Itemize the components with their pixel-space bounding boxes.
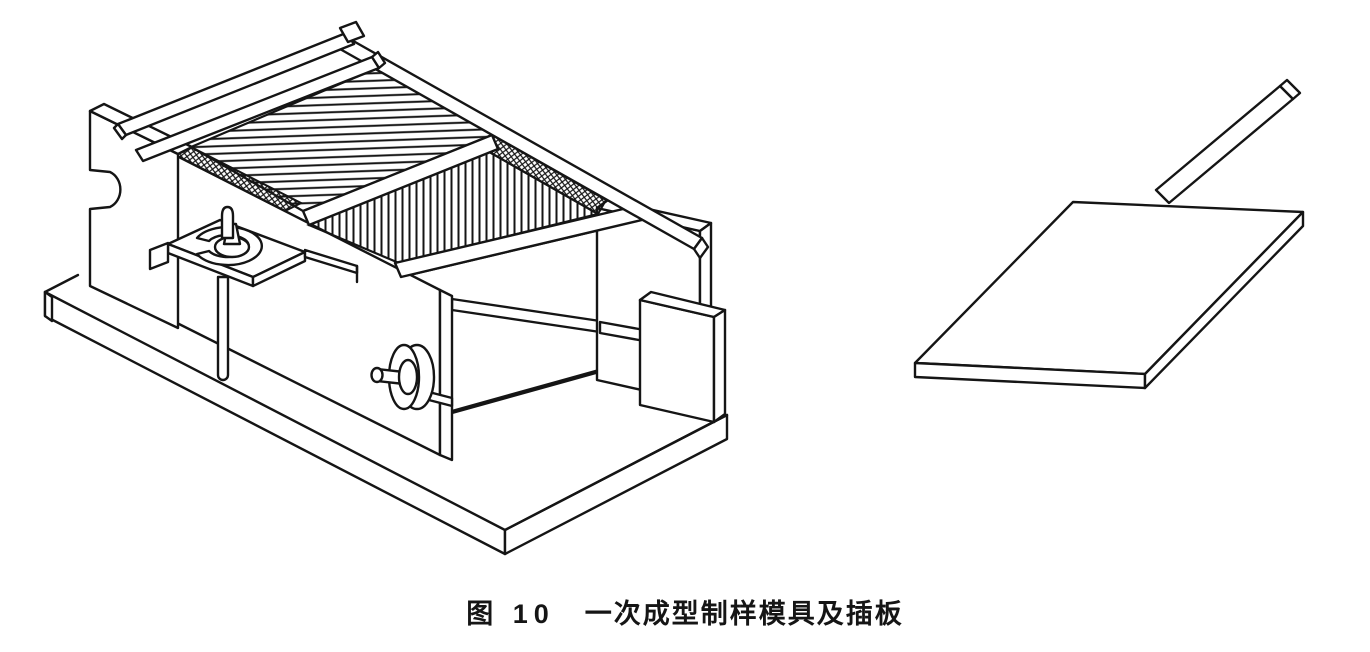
clamp-assembly: [148, 205, 359, 382]
figure-caption: 图 10 一次成型制样模具及插板: [0, 592, 1370, 631]
base-right-top-edge: [503, 413, 729, 532]
end-wall-outer: [638, 290, 727, 424]
base-left-cap: [43, 290, 54, 323]
clamp-drop-rod: [216, 275, 230, 382]
front-wall-thickness: [438, 288, 454, 462]
insert-plate-handle-end: [1278, 78, 1302, 101]
second-rail-end-face: [370, 50, 387, 70]
rail-corner-post: [338, 20, 366, 44]
long-rail-cap: [112, 122, 128, 141]
clamp-bracket: [148, 241, 170, 271]
base-right-face: [503, 413, 729, 556]
insert-plate-top: [913, 200, 1305, 376]
base-back-edge: [43, 273, 80, 294]
figure-number: 图 10: [466, 599, 555, 629]
insert-plate-front-right: [1143, 210, 1305, 390]
mold-assembly: [43, 20, 729, 556]
top-rails: [112, 20, 710, 260]
insert-plate-handle: [1154, 84, 1295, 205]
panel-face: [88, 109, 180, 330]
clamp-screw-pin: [220, 205, 235, 240]
base-plate: [43, 273, 729, 556]
handwheel: [370, 343, 436, 411]
handwheel-hub: [397, 358, 419, 396]
insert-plate: [913, 78, 1305, 390]
clamp-plate-side: [251, 250, 307, 288]
divider-bar: [301, 133, 500, 227]
cross-rail-end-cap: [692, 236, 710, 260]
handwheel-shaft-tip: [370, 366, 384, 384]
figure-title: 一次成型制样模具及插板: [584, 599, 904, 629]
